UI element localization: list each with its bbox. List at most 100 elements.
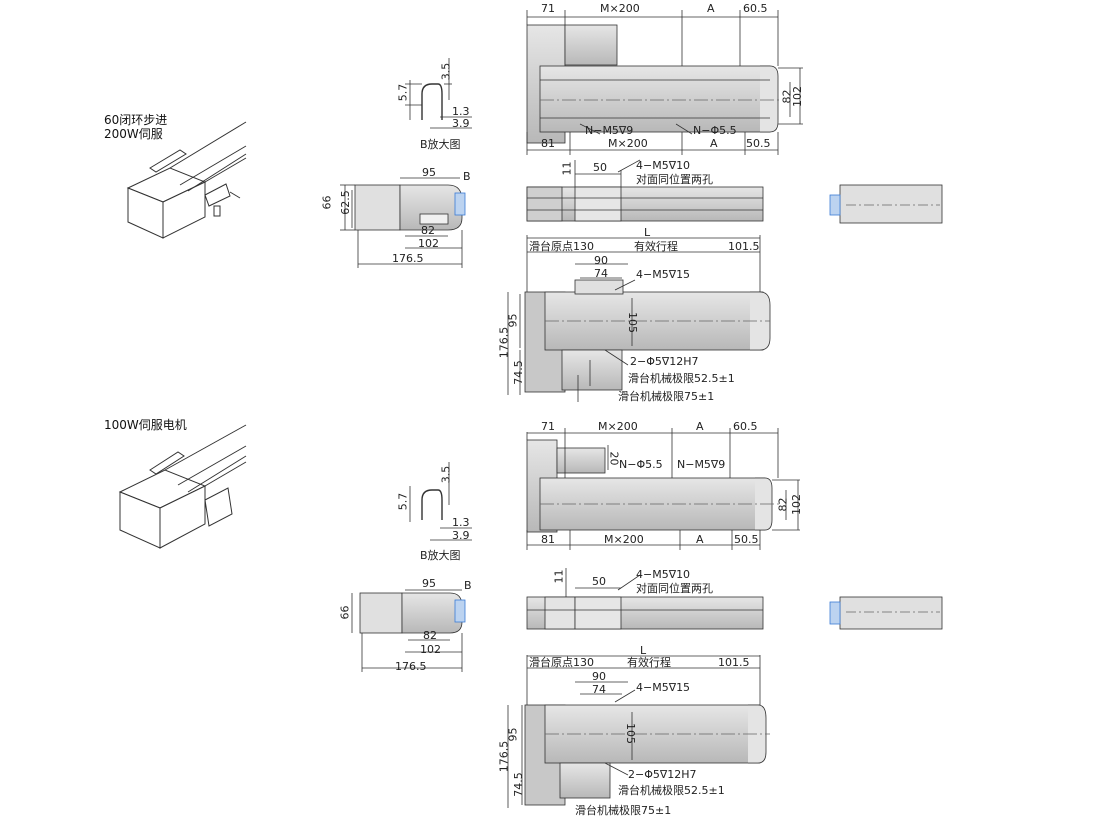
s1-front-callout-m5: N−M5∇9 xyxy=(585,124,634,137)
top-view-2 xyxy=(507,655,770,808)
s2-end-dim-82: 82 xyxy=(423,629,437,642)
s2-front-dim-mx200-top: M×200 xyxy=(598,420,638,433)
s2-front-dim-71: 71 xyxy=(541,420,555,433)
section1-title-line1: 60闭环步进 xyxy=(104,113,168,127)
s1-front-dim-102: 102 xyxy=(791,86,804,107)
s1-end-b-label: B xyxy=(463,170,471,183)
side-view-1 xyxy=(526,159,764,222)
s2-top-dim-74.5: 74.5 xyxy=(511,772,525,797)
s1-front-dim-mx200-top: M×200 xyxy=(600,2,640,15)
front-view-2 xyxy=(526,428,800,550)
s2-top-dim-101.5: 101.5 xyxy=(718,656,750,669)
s2-front-dim-102: 102 xyxy=(790,494,803,515)
b-detail-2 xyxy=(409,462,472,541)
s1-top-dim-74.5: 74.5 xyxy=(511,360,525,385)
s1-end-dim-102: 102 xyxy=(418,237,439,250)
s1-front-dim-81: 81 xyxy=(541,137,555,150)
small-view-2 xyxy=(829,596,943,630)
s2-top-callout-limit52: 滑台机械极限52.5±1 xyxy=(618,784,725,797)
s2-bdetail-caption: B放大图 xyxy=(420,549,461,562)
s1-front-dim-60.5: 60.5 xyxy=(743,2,768,15)
s1-bdetail-caption: B放大图 xyxy=(420,138,461,151)
s1-front-callout-phi5.5: N−Φ5.5 xyxy=(693,124,737,137)
s1-top-dim-95: 95 xyxy=(506,313,520,328)
s2-top-dim-L: L xyxy=(640,644,647,657)
s2-end-dim-95: 95 xyxy=(422,577,436,590)
s1-side-callout-note: 对面同位置两孔 xyxy=(636,173,713,186)
s1-side-dim-11: 11 xyxy=(560,161,574,176)
s2-side-dim-50: 50 xyxy=(592,575,606,588)
s1-side-callout-m5: 4−M5∇10 xyxy=(636,159,691,172)
end-view-1 xyxy=(340,177,466,268)
s2-bdetail-dim-3.5: 3.5 xyxy=(439,465,453,484)
s1-end-dim-82: 82 xyxy=(421,224,435,237)
s2-side-dim-11: 11 xyxy=(552,569,566,584)
s1-top-dim-101.5: 101.5 xyxy=(728,240,760,253)
small-view-1 xyxy=(829,184,943,224)
s1-top-dim-105: 105 xyxy=(626,312,639,333)
s1-top-dim-L: L xyxy=(644,226,651,239)
s1-top-dim-origin: 滑台原点130 xyxy=(529,240,594,253)
s2-top-dim-90: 90 xyxy=(592,670,606,683)
s2-end-b-label: B xyxy=(464,579,472,592)
s2-top-dim-74: 74 xyxy=(592,683,606,696)
s2-top-dim-stroke: 有效行程 xyxy=(627,656,671,669)
s2-bdetail-dim-1.3: 1.3 xyxy=(452,516,470,529)
s2-end-dim-176.5: 176.5 xyxy=(395,660,427,673)
s2-side-callout-m5: 4−M5∇10 xyxy=(636,568,691,581)
s1-end-dim-62.5: 62.5 xyxy=(338,190,352,215)
s1-front-dim-50.5: 50.5 xyxy=(746,137,771,150)
s1-bdetail-dim-3.9: 3.9 xyxy=(452,117,470,130)
s1-front-dim-71: 71 xyxy=(541,2,555,15)
s1-bdetail-dim-5.7: 5.7 xyxy=(396,83,410,102)
front-view-1 xyxy=(526,10,803,155)
isometric-view-1 xyxy=(126,121,247,239)
s1-side-dim-50: 50 xyxy=(593,161,607,174)
s1-bdetail-dim-1.3: 1.3 xyxy=(452,105,470,118)
s2-top-dim-176.5: 176.5 xyxy=(497,740,511,773)
s2-front-callout-phi5.5: N−Φ5.5 xyxy=(619,458,663,471)
s1-bdetail-dim-3.5: 3.5 xyxy=(439,62,453,81)
s1-end-dim-95: 95 xyxy=(422,166,436,179)
section2-title-line1: 100W伺服电机 xyxy=(104,418,187,432)
isometric-view-2 xyxy=(118,424,247,549)
top-view-1 xyxy=(507,235,771,402)
s1-end-dim-176.5: 176.5 xyxy=(392,252,424,265)
s2-front-dim-81: 81 xyxy=(541,533,555,546)
s2-front-dim-a-top: A xyxy=(696,420,704,433)
s2-front-callout-m5: N−M5∇9 xyxy=(677,458,726,471)
s2-top-dim-95: 95 xyxy=(506,727,520,742)
s1-front-dim-a-bottom: A xyxy=(710,137,718,150)
s2-front-dim-82: 82 xyxy=(776,497,790,512)
s1-top-dim-74: 74 xyxy=(594,267,608,280)
s1-top-dim-90: 90 xyxy=(594,254,608,267)
section1-title-line2: 200W伺服 xyxy=(104,127,163,141)
s2-top-dim-105: 105 xyxy=(624,723,637,744)
s1-front-dim-a-top: A xyxy=(707,2,715,15)
s2-front-dim-60.5: 60.5 xyxy=(733,420,758,433)
s1-top-callout-phi5: 2−Φ5∇12H7 xyxy=(630,355,699,368)
s2-top-dim-origin: 滑台原点130 xyxy=(529,656,594,669)
s1-end-dim-66: 66 xyxy=(320,195,334,210)
s2-top-callout-m5: 4−M5∇15 xyxy=(636,681,691,694)
end-view-2 xyxy=(351,589,466,672)
s2-front-dim-a-bottom: A xyxy=(696,533,704,546)
s2-bdetail-dim-3.9: 3.9 xyxy=(452,529,470,542)
s1-top-callout-limit75: 滑台机械极限75±1 xyxy=(618,390,715,403)
b-detail-1 xyxy=(405,58,472,129)
s2-top-callout-limit75: 滑台机械极限75±1 xyxy=(575,804,672,817)
s2-front-dim-50.5: 50.5 xyxy=(734,533,759,546)
s1-top-dim-stroke: 有效行程 xyxy=(634,240,678,253)
s2-top-callout-phi5: 2−Φ5∇12H7 xyxy=(628,768,697,781)
s2-bdetail-dim-5.7: 5.7 xyxy=(396,492,410,511)
s2-side-callout-note: 对面同位置两孔 xyxy=(636,582,713,595)
s1-top-dim-176.5: 176.5 xyxy=(497,326,511,359)
side-view-2 xyxy=(526,568,764,630)
s2-end-dim-102: 102 xyxy=(420,643,441,656)
s2-end-dim-66: 66 xyxy=(338,605,352,620)
s2-front-dim-mx200-bottom: M×200 xyxy=(604,533,644,546)
s1-top-callout-m5: 4−M5∇15 xyxy=(636,268,691,281)
s1-front-dim-mx200-bottom: M×200 xyxy=(608,137,648,150)
s1-top-callout-limit52: 滑台机械极限52.5±1 xyxy=(628,372,735,385)
